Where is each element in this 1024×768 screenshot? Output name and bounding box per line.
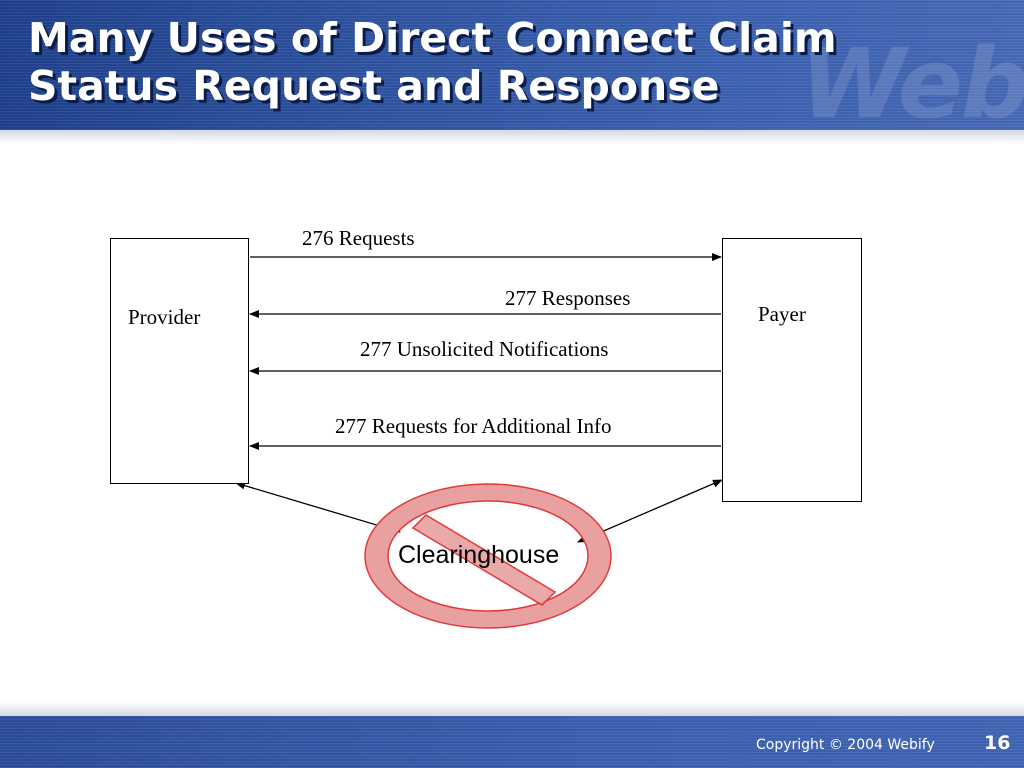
clearinghouse-label: Clearinghouse (398, 541, 560, 569)
header-shadow (0, 130, 1024, 144)
label-277-additional-info: 277 Requests for Additional Info (335, 414, 612, 438)
page-number: 16 (984, 732, 1011, 754)
slide-footer (0, 716, 1024, 768)
label-276-requests: 276 Requests (302, 226, 415, 250)
slide-header: Webify Many Uses of Direct Connect Claim… (0, 0, 1024, 130)
webify-logo-watermark: Webify (800, 28, 1024, 130)
title-line-1: Many Uses of Direct Connect Claim (28, 14, 837, 62)
arrow-provider-clearinghouse (235, 481, 401, 534)
provider-label: Provider (128, 305, 201, 329)
label-277-responses: 277 Responses (505, 286, 631, 310)
title-line-2: Status Request and Response (28, 62, 720, 110)
payer-label: Payer (758, 302, 806, 326)
payer-box (722, 238, 862, 502)
copyright-text: Copyright © 2004 Webify (756, 737, 935, 753)
header-stripes (0, 0, 1024, 130)
footer-stripes (0, 716, 1024, 768)
slide-title: Many Uses of Direct Connect Claim Status… (28, 14, 837, 110)
provider-box (110, 238, 249, 484)
footer-shadow (0, 702, 1024, 716)
no-symbol-icon (364, 483, 612, 629)
label-277-unsolicited: 277 Unsolicited Notifications (360, 337, 609, 361)
